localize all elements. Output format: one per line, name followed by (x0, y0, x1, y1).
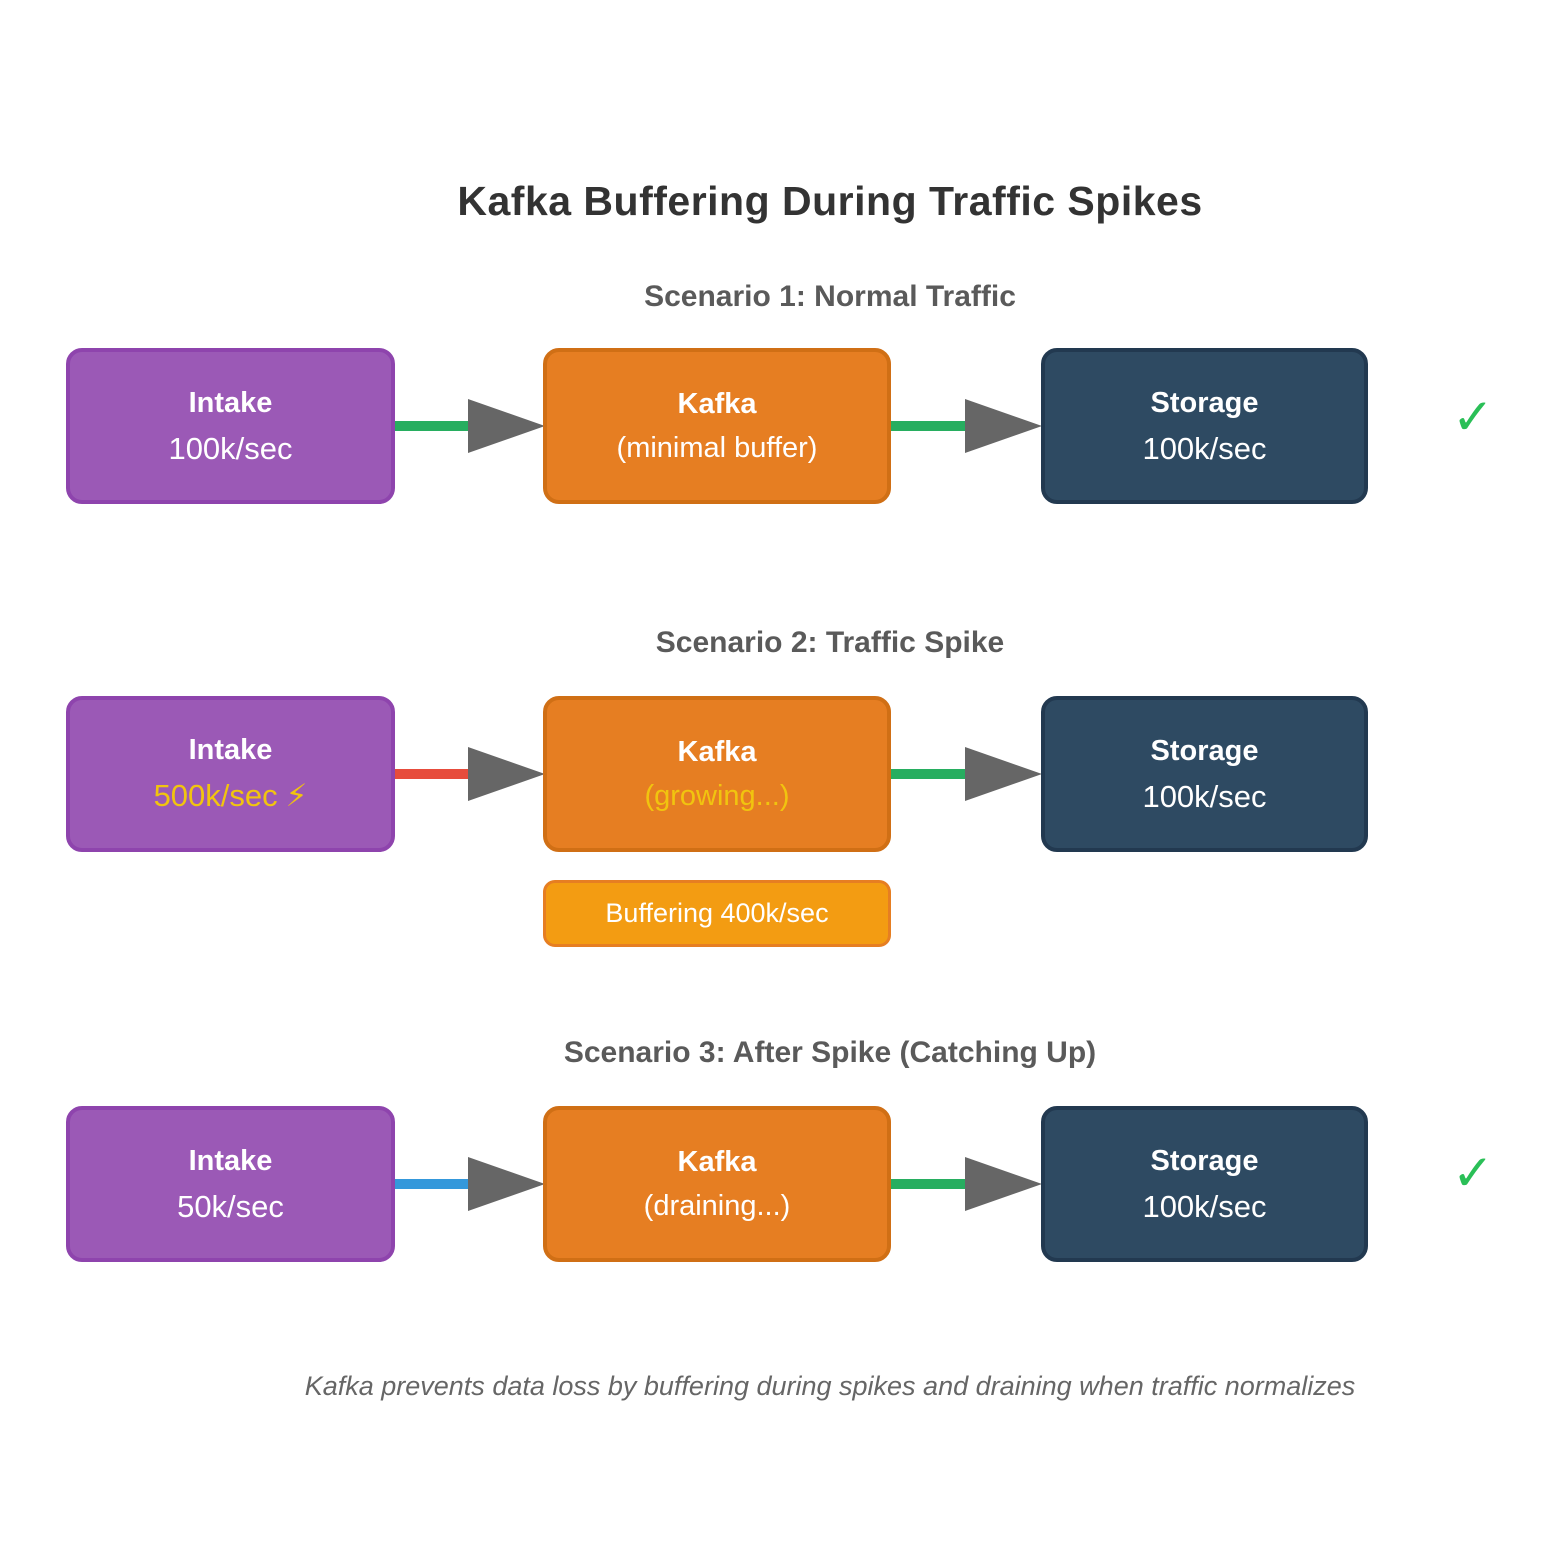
scenario-1-intake-node: Intake 100k/sec (66, 348, 395, 504)
kafka-state: (growing...) (644, 779, 790, 812)
arrowhead-icon (468, 1157, 545, 1211)
scenario-3-storage-node: Storage 100k/sec (1041, 1106, 1368, 1262)
buffering-badge: Buffering 400k/sec (543, 880, 891, 947)
scenario-2-storage-node: Storage 100k/sec (1041, 696, 1368, 852)
intake-rate: 50k/sec (177, 1188, 284, 1224)
intake-label: Intake (188, 1144, 273, 1177)
arrowhead-icon (965, 1157, 1042, 1211)
kafka-label: Kafka (677, 735, 757, 768)
intake-rate-text: 500k/sec (153, 778, 278, 813)
diagram-caption: Kafka prevents data loss by buffering du… (304, 1371, 1356, 1401)
flow-line-spike (395, 769, 469, 779)
storage-rate: 100k/sec (1142, 1188, 1267, 1224)
kafka-state: (minimal buffer) (616, 431, 818, 464)
flow-line-normal (891, 421, 966, 431)
scenario-2-heading: Scenario 2: Traffic Spike (655, 626, 1005, 659)
intake-label: Intake (188, 386, 273, 419)
scenario-2-kafka-node: Kafka (growing...) (543, 696, 891, 852)
scenario-1-storage-node: Storage 100k/sec (1041, 348, 1368, 504)
arrowhead-icon (965, 399, 1042, 453)
intake-rate: 100k/sec (168, 430, 293, 466)
check-icon: ✓ (1452, 1144, 1494, 1202)
arrowhead-icon (468, 399, 545, 453)
storage-rate: 100k/sec (1142, 778, 1267, 814)
arrowhead-icon (965, 747, 1042, 801)
flow-line-normal (891, 1179, 966, 1189)
arrowhead-icon (468, 747, 545, 801)
flow-line-normal (395, 421, 469, 431)
scenario-2-intake-node: Intake 500k/sec⚡ (66, 696, 395, 852)
check-icon: ✓ (1452, 388, 1494, 446)
lightning-bolt-icon: ⚡ (285, 778, 308, 814)
scenario-1-kafka-node: Kafka (minimal buffer) (543, 348, 891, 504)
kafka-label: Kafka (677, 1145, 757, 1178)
flow-line-reduced (395, 1179, 469, 1189)
scenario-1-heading: Scenario 1: Normal Traffic (644, 280, 1016, 313)
storage-rate: 100k/sec (1142, 430, 1267, 466)
kafka-label: Kafka (677, 387, 757, 420)
intake-rate: 500k/sec⚡ (154, 780, 308, 812)
storage-label: Storage (1150, 386, 1259, 419)
scenario-3-heading: Scenario 3: After Spike (Catching Up) (563, 1036, 1097, 1069)
scenario-3-kafka-node: Kafka (draining...) (543, 1106, 891, 1262)
kafka-state: (draining...) (643, 1189, 791, 1222)
diagram-title: Kafka Buffering During Traffic Spikes (457, 178, 1203, 224)
flow-line-normal (891, 769, 966, 779)
intake-label: Intake (188, 734, 273, 766)
scenario-3-intake-node: Intake 50k/sec (66, 1106, 395, 1262)
storage-label: Storage (1150, 1144, 1259, 1177)
storage-label: Storage (1150, 734, 1259, 767)
